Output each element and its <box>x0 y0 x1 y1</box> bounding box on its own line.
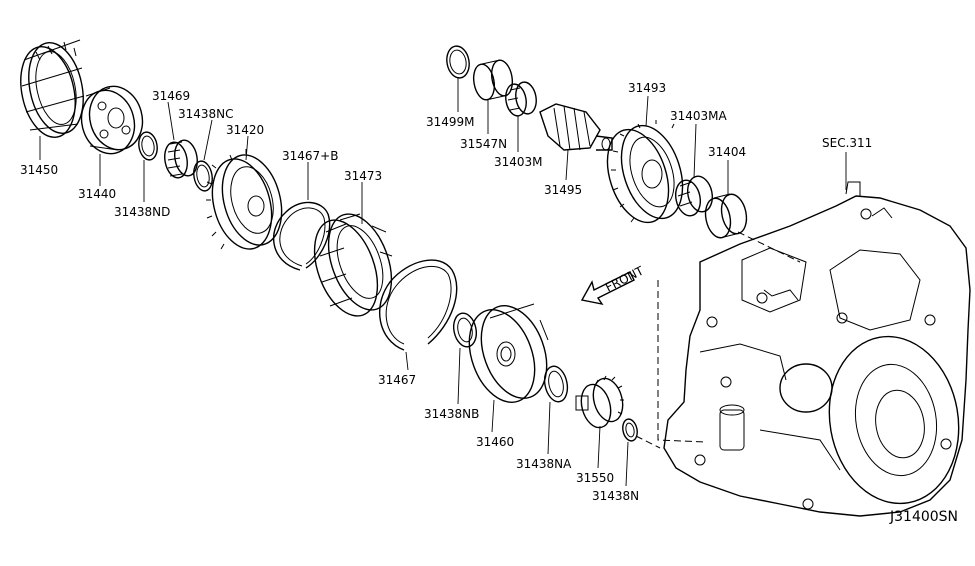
part-31438NC-washer[interactable] <box>192 160 215 193</box>
leader-lines <box>39 78 729 487</box>
label-31469[interactable]: 31469 <box>152 89 190 103</box>
reference-line-lower <box>635 435 661 449</box>
label-31550[interactable]: 31550 <box>576 471 614 485</box>
front-arrow <box>580 271 635 306</box>
label-31450[interactable]: 31450 <box>20 163 58 177</box>
part-31547N-sleeve[interactable] <box>471 59 515 102</box>
part-31499M-ring[interactable] <box>444 44 471 79</box>
part-31438NA-washer[interactable] <box>541 364 570 404</box>
label-31467[interactable]: 31467 <box>378 373 416 387</box>
label-31438NC[interactable]: 31438NC <box>178 107 234 121</box>
label-31440[interactable]: 31440 <box>78 187 116 201</box>
part-31420-gear[interactable] <box>203 148 291 255</box>
part-31403MA-bearing[interactable] <box>673 174 716 218</box>
part-31467-snapring[interactable] <box>378 259 458 351</box>
part-31404-race[interactable] <box>702 192 750 240</box>
transmission-case[interactable] <box>663 181 972 517</box>
label-31438NA[interactable]: 31438NA <box>516 457 572 471</box>
label-31499M[interactable]: 31499M <box>426 115 475 129</box>
label-31460[interactable]: 31460 <box>476 435 514 449</box>
part-31550-pinion[interactable] <box>575 375 627 431</box>
part-31450-drum[interactable] <box>13 38 91 143</box>
label-31403M[interactable]: 31403M <box>494 155 543 169</box>
label-31495[interactable]: 31495 <box>544 183 582 197</box>
label-31467B[interactable]: 31467+B <box>282 149 338 163</box>
part-31440-carrier[interactable] <box>75 80 150 159</box>
part-31493-gear[interactable] <box>597 118 694 231</box>
label-31547N[interactable]: 31547N <box>460 137 507 151</box>
part-31467B-snapring[interactable] <box>272 201 331 271</box>
part-31469-bearing[interactable] <box>162 138 200 179</box>
front-label: FRONT <box>603 263 646 294</box>
label-31403MA[interactable]: 31403MA <box>670 109 728 123</box>
label-31438N[interactable]: 31438N <box>592 489 639 503</box>
label-31473[interactable]: 31473 <box>344 169 382 183</box>
part-31438N-washer[interactable] <box>621 418 639 442</box>
label-31438ND[interactable]: 31438ND <box>114 205 170 219</box>
sec-label[interactable]: SEC.311 <box>822 136 872 150</box>
part-31438NB-washer[interactable] <box>451 311 480 349</box>
label-31404[interactable]: 31404 <box>708 145 746 159</box>
part-31438ND-washer[interactable] <box>137 131 160 162</box>
part-31403M-bearing[interactable] <box>503 81 538 118</box>
part-31495-shaft[interactable] <box>539 103 613 151</box>
label-31493[interactable]: 31493 <box>628 81 666 95</box>
part-31460-plate[interactable] <box>457 297 558 412</box>
label-31438NB[interactable]: 31438NB <box>424 407 479 421</box>
label-31420[interactable]: 31420 <box>226 123 264 137</box>
diagram-code: J31400SN <box>889 509 958 525</box>
part-31473-hub[interactable] <box>303 205 404 324</box>
reference-line-left <box>657 280 707 443</box>
reference-line-upper <box>737 231 801 263</box>
